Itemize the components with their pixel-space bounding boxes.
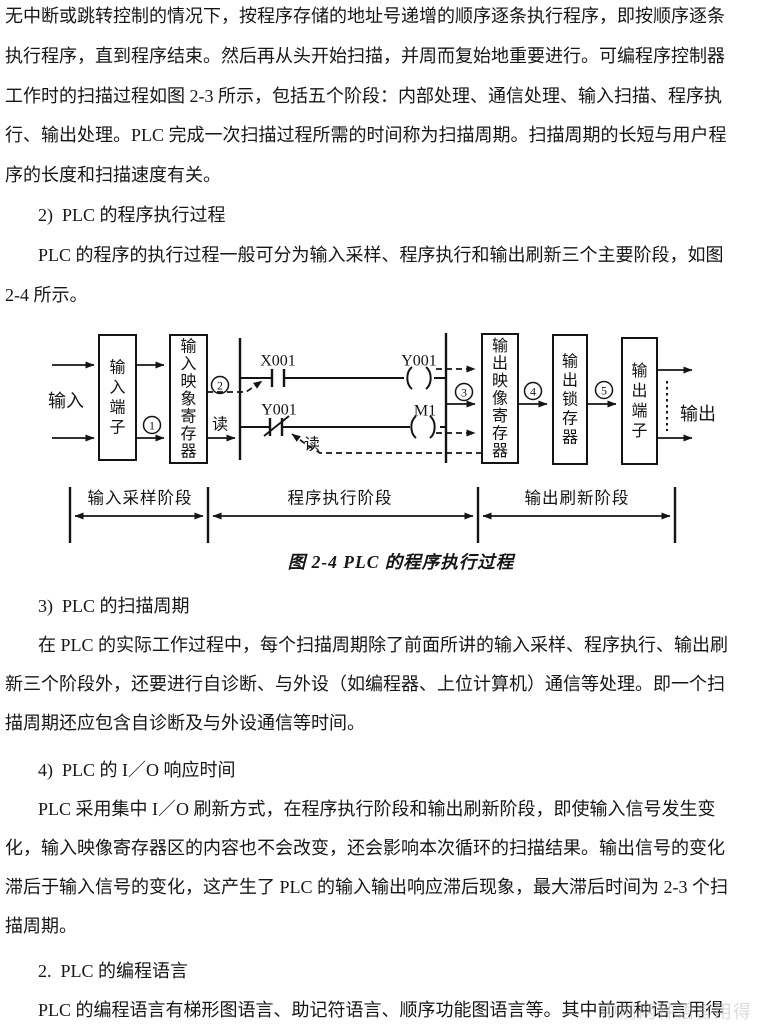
text-line: 2-4 所示。 [5,284,88,305]
phase-output-refresh-label: 输出刷新阶段 [525,489,630,508]
text-line: PLC 采用集中 I／O 刷新方式，在程序执行阶段和输出刷新阶段，即使输入信号发… [38,799,716,819]
coil-m1-label: M1 [414,403,436,420]
box-input-terminal [98,334,137,461]
phase-input-sampling-label: 输入采样阶段 [88,489,193,508]
step-2-number: 2 [217,379,223,393]
box-input-terminal-label: 输入端子 [109,358,125,436]
contact-x001 [270,369,286,387]
paragraph-scan-process: 无中断或跳转控制的情况下，按程序存储的地址号递增的顺序逐条执行程序，即按顺序逐条… [5,0,761,315]
text-line: 序的长度和扫描速度有关。 [5,165,221,186]
step-5-badge: 5 [594,380,614,400]
contact-y001-label: Y001 [261,402,297,419]
paragraph-io-response: 4) PLC 的 I／O 响应时间 PLC 采用集中 I／O 刷新方式，在程序执行… [5,751,761,946]
step-1-badge: 1 [142,415,162,435]
box-output-latch [552,334,588,465]
read-label-top: 读 [212,416,228,434]
box-output-image-register-label: 输出映像寄存器 [492,337,508,460]
step-1-number: 1 [149,419,155,433]
step-3-badge: 3 [454,382,474,402]
text-line: 无中断或跳转控制的情况下，按程序存储的地址号递增的顺序逐条执行程序，即按顺序逐条 [5,6,725,26]
paragraph-programming-language: 2. PLC 的编程语言 PLC 的编程语言有梯形图语言、助记符语言、顺序功能图语… [5,952,761,1024]
text-line: 工作时的扫描过程如图 2-3 所示，包括五个阶段：内部处理、通信处理、输入扫描、… [5,85,722,106]
step-4-number: 4 [530,385,536,399]
box-output-latch-label: 输出锁存器 [562,352,578,446]
text-line: 执行程序，直到程序结束。然后再从头开始扫描，并周而复始地重要进行。可编程序控制器 [5,45,725,66]
step-2-badge: 2 [210,375,230,395]
ladder-diagram: X001 Y001 Y001 M1 读 读 [212,333,448,463]
box-output-image-register [481,333,519,464]
phase-program-execution-label: 程序执行阶段 [288,489,393,508]
phase-timeline: 输入采样阶段 程序执行阶段 输出刷新阶段 [68,487,677,543]
text-line: 3) PLC 的扫描周期 [38,596,190,616]
contact-x001-label: X001 [260,353,296,370]
contact-y001-nc-slash [263,415,290,437]
watermark-ghost: 中前两种语言用得 [600,1002,752,1022]
coil-m1 [410,415,436,439]
text-line: 化，输入映像寄存器区的内容也不会改变，还会影响本次循环的扫描结果。输出信号的变化 [5,838,725,858]
dashed-read-write-paths [207,365,482,454]
coil-y001-label: Y001 [401,353,437,370]
step-numbers: 1 2 3 4 5 [142,375,614,435]
text-line: 4) PLC 的 I／O 响应时间 [38,760,236,780]
read-label-bottom: 读 [304,436,320,454]
text-line: PLC 的程序的执行过程一般可分为输入采样、程序执行和输出刷新三个主要阶段，如图 [38,244,724,265]
box-input-image-register [169,334,208,464]
box-output-terminal-label: 输出端子 [631,362,647,440]
step-3-number: 3 [461,386,467,400]
text-line: 描周期还应包含自诊断及与外设通信等时间。 [5,713,365,733]
step-4-badge: 4 [523,381,543,401]
coil-y001 [406,366,432,390]
text-line: 在 PLC 的实际工作过程中，每个扫描周期除了前面所讲的输入采样、程序执行、输出… [38,635,729,655]
input-label: 输入 [48,391,84,411]
figure-caption: 图 2-4 PLC 的程序执行过程 [287,552,515,572]
figure-plc-execution-diagram: X001 Y001 Y001 M1 读 读 输入端子 输入映象寄存器 输出映像寄… [48,333,716,543]
text-line: 2. PLC 的编程语言 [38,961,189,981]
timeline-ticks [68,487,677,543]
text-line: 描周期。 [5,916,77,936]
function-boxes: 输入端子 输入映象寄存器 输出映像寄存器 输出锁存器 输出端子 [98,333,658,465]
text-line: PLC 的编程语言有梯形图语言、助记符语言、顺序功能图语言等。其中前两种语言用得 [38,1000,724,1020]
text-line: 滞后于输入信号的变化，这产生了 PLC 的输入输出响应滞后现象，最大滞后时间为 … [5,877,729,897]
flow-arrows [52,361,693,442]
box-output-terminal [621,337,658,465]
paragraph-scan-cycle: 3) PLC 的扫描周期在 PLC 的实际工作过程中，每个扫描周期除了前面所讲的… [5,587,761,743]
text-line: 2) PLC 的程序执行过程 [38,204,226,225]
text-line: 行、输出处理。PLC 完成一次扫描过程所需的时间称为扫描周期。扫描周期的长短与用… [5,125,727,146]
output-label: 输出 [680,404,716,424]
step-5-number: 5 [601,384,607,398]
box-input-image-register-label: 输入映象寄存器 [180,337,196,460]
text-line: 新三个阶段外，还要进行自诊断、与外设（如编程器、上位计算机）通信等处理。即一个扫 [5,674,725,694]
